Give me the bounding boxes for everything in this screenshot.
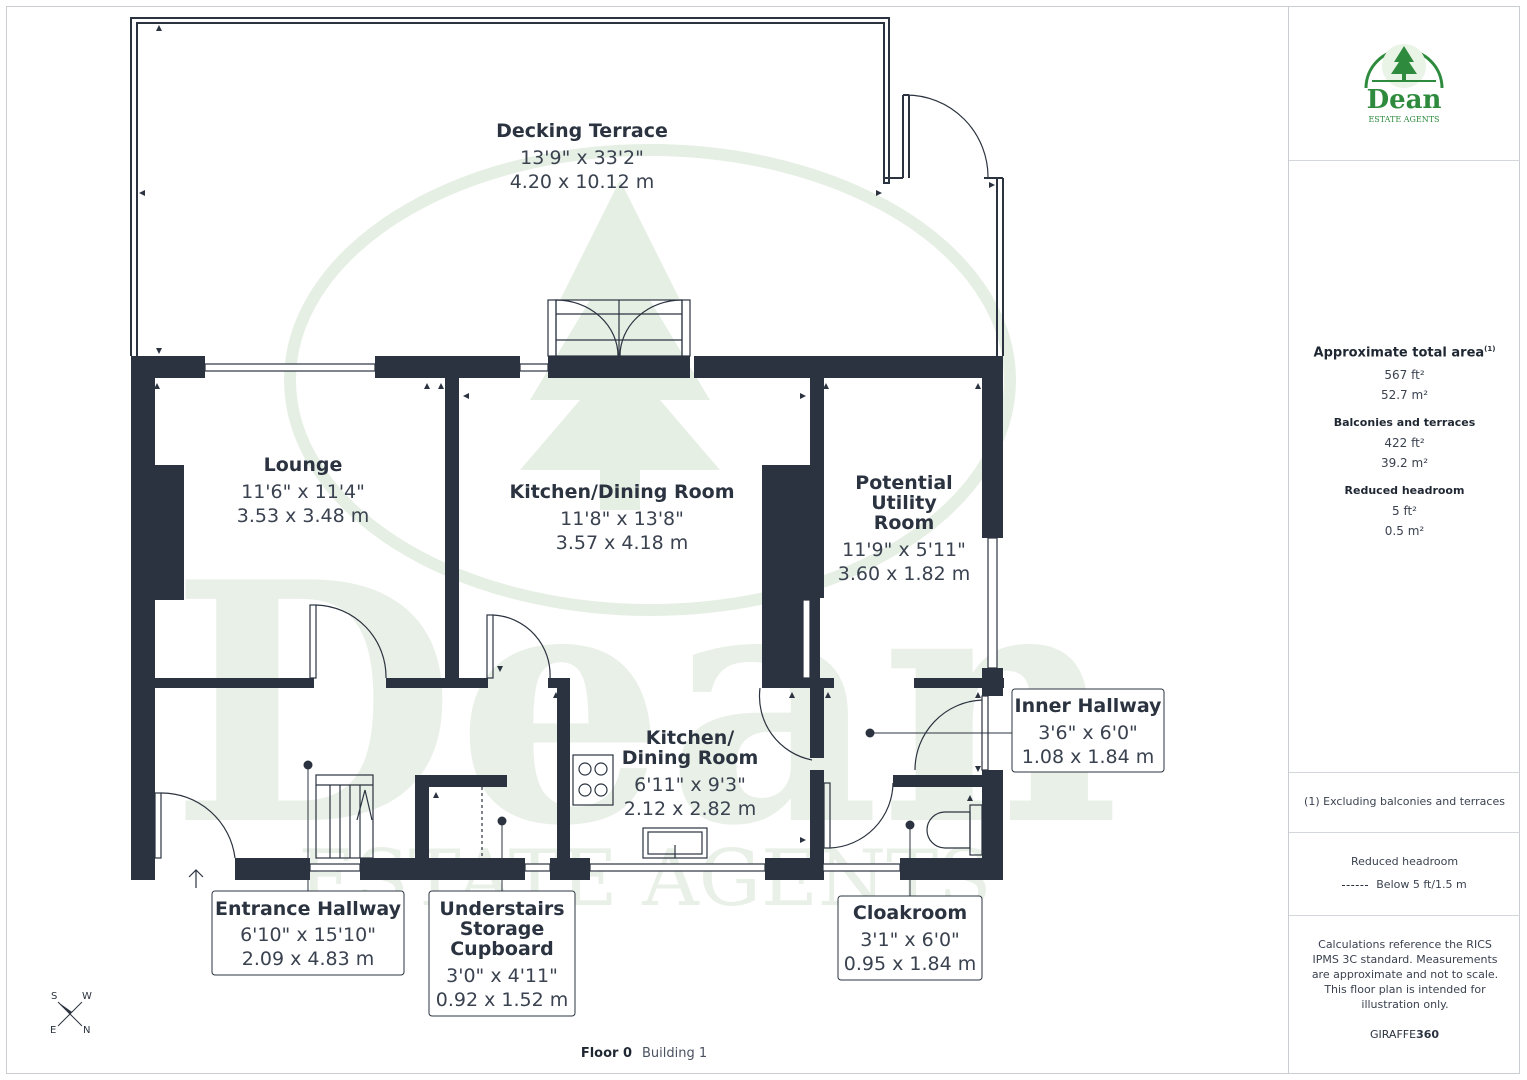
reduced-headroom-heading: Reduced headroom xyxy=(1344,484,1465,498)
svg-text:3.57 x 4.18 m: 3.57 x 4.18 m xyxy=(556,532,688,554)
tree-icon xyxy=(1391,46,1417,74)
disclaimer: Calculations reference the RICS IPMS 3C … xyxy=(1311,938,1499,1011)
total-area-ft: 567 ft² xyxy=(1384,368,1425,383)
svg-text:3.60 x 1.82 m: 3.60 x 1.82 m xyxy=(838,563,970,585)
dean-logo: Dean ESTATE AGENTS xyxy=(1358,36,1450,128)
svg-text:Utility: Utility xyxy=(871,492,937,514)
svg-text:Kitchen/Dining Room: Kitchen/Dining Room xyxy=(509,481,734,503)
floor-plan: Dean ESTATE AGENTS xyxy=(50,17,1165,1036)
compass-icon: S W E N xyxy=(50,991,92,1036)
svg-text:Entrance Hallway: Entrance Hallway xyxy=(215,898,402,920)
svg-text:0.95 x 1.84 m: 0.95 x 1.84 m xyxy=(844,953,976,975)
balconies-heading: Balconies and terraces xyxy=(1333,416,1476,430)
room-label-lounge: Lounge 11'6" x 11'4" 3.53 x 3.48 m xyxy=(237,454,369,527)
svg-text:3'6" x 6'0": 3'6" x 6'0" xyxy=(1038,722,1138,744)
balconies-m: 39.2 m² xyxy=(1380,456,1429,471)
svg-text:Storage: Storage xyxy=(460,918,545,940)
area-summary: Approximate total area(1) 567 ft² 52.7 m… xyxy=(1289,345,1520,538)
logo-tagline: ESTATE AGENTS xyxy=(1368,115,1439,124)
interior-doors xyxy=(154,604,989,859)
french-doors xyxy=(547,299,691,357)
svg-text:Cloakroom: Cloakroom xyxy=(853,902,967,924)
walls xyxy=(131,356,1004,880)
svg-text:Decking Terrace: Decking Terrace xyxy=(496,120,668,142)
dashed-line-icon xyxy=(1342,884,1369,886)
callout-cloakroom: Cloakroom 3'1" x 6'0" 0.95 x 1.84 m xyxy=(837,820,983,981)
floor-label: Floor 0 Building 1 xyxy=(0,1046,1288,1061)
svg-text:1.08 x 1.84 m: 1.08 x 1.84 m xyxy=(1022,746,1154,768)
decking-terrace-outline xyxy=(130,17,1004,356)
svg-text:3'1" x 6'0": 3'1" x 6'0" xyxy=(860,929,960,951)
svg-text:3'0" x 4'11": 3'0" x 4'11" xyxy=(446,965,558,987)
svg-text:11'6" x 11'4": 11'6" x 11'4" xyxy=(241,481,365,503)
svg-text:4.20 x 10.12 m: 4.20 x 10.12 m xyxy=(510,171,655,193)
giraffe360-brand: GIRAFFE360 xyxy=(1369,1028,1440,1041)
svg-text:Lounge: Lounge xyxy=(264,454,343,476)
callout-inner-hallway: Inner Hallway 3'6" x 6'0" 1.08 x 1.84 m xyxy=(865,688,1165,773)
svg-text:11'8" x 13'8": 11'8" x 13'8" xyxy=(560,508,684,530)
svg-text:Room: Room xyxy=(874,512,935,534)
total-area-heading: Approximate total area(1) xyxy=(1313,345,1496,361)
footnote: (1) Excluding balconies and terraces xyxy=(1304,795,1505,808)
svg-text:11'9" x 5'11": 11'9" x 5'11" xyxy=(842,539,966,561)
callout-entrance-hallway: Entrance Hallway 6'10" x 15'10" 2.09 x 4… xyxy=(211,760,405,976)
svg-text:2.12 x 2.82 m: 2.12 x 2.82 m xyxy=(624,798,756,820)
windows xyxy=(204,363,998,872)
svg-text:S: S xyxy=(51,991,57,1002)
logo-wordmark: Dean xyxy=(1367,85,1442,115)
fixtures xyxy=(315,754,983,859)
sidebar-separator xyxy=(1289,772,1520,773)
svg-text:13'9" x 33'2": 13'9" x 33'2" xyxy=(520,147,644,169)
svg-text:0.92 x 1.52 m: 0.92 x 1.52 m xyxy=(436,989,568,1011)
legend-row: Below 5 ft/1.5 m xyxy=(1289,877,1520,892)
reduced-headroom-m: 0.5 m² xyxy=(1384,524,1425,539)
legend-title: Reduced headroom xyxy=(1350,855,1459,868)
total-area-m: 52.7 m² xyxy=(1380,388,1429,403)
measure-markers xyxy=(139,25,995,843)
svg-text:Cupboard: Cupboard xyxy=(450,938,554,960)
room-label-decking-terrace: Decking Terrace 13'9" x 33'2" 4.20 x 10.… xyxy=(496,120,668,193)
callout-understairs-storage: Understairs Storage Cupboard 3'0" x 4'11… xyxy=(428,816,576,1017)
building-name: Building 1 xyxy=(642,1046,708,1061)
svg-text:W: W xyxy=(82,991,92,1002)
sidebar-separator xyxy=(1289,915,1520,916)
svg-text:Kitchen/: Kitchen/ xyxy=(646,727,735,749)
svg-text:Potential: Potential xyxy=(855,472,952,494)
svg-text:2.09 x 4.83 m: 2.09 x 4.83 m xyxy=(242,948,374,970)
sidebar-separator xyxy=(1289,832,1520,833)
room-label-kitchen-dining: Kitchen/Dining Room 11'8" x 13'8" 3.57 x… xyxy=(509,481,734,554)
room-label-potential-utility: Potential Utility Room 11'9" x 5'11" 3.6… xyxy=(838,472,970,585)
svg-text:E: E xyxy=(50,1025,56,1036)
svg-text:6'11" x 9'3": 6'11" x 9'3" xyxy=(634,774,746,796)
sidebar-separator xyxy=(1289,160,1520,161)
reduced-headroom-ft: 5 ft² xyxy=(1392,504,1417,519)
sidebar-divider xyxy=(1288,6,1289,1074)
svg-text:3.53 x 3.48 m: 3.53 x 3.48 m xyxy=(237,505,369,527)
svg-text:6'10" x 15'10": 6'10" x 15'10" xyxy=(240,924,376,946)
svg-text:Dining Room: Dining Room xyxy=(622,747,759,769)
entrance-arrow-icon xyxy=(188,869,204,888)
svg-text:Understairs: Understairs xyxy=(439,898,564,920)
svg-text:N: N xyxy=(83,1025,90,1036)
balconies-ft: 422 ft² xyxy=(1384,436,1425,451)
svg-text:Inner Hallway: Inner Hallway xyxy=(1015,695,1163,717)
floor-name: Floor 0 xyxy=(580,1046,633,1061)
page-frame xyxy=(6,6,1520,1074)
room-label-kitchen-dining-small: Kitchen/ Dining Room 6'11" x 9'3" 2.12 x… xyxy=(622,727,759,820)
